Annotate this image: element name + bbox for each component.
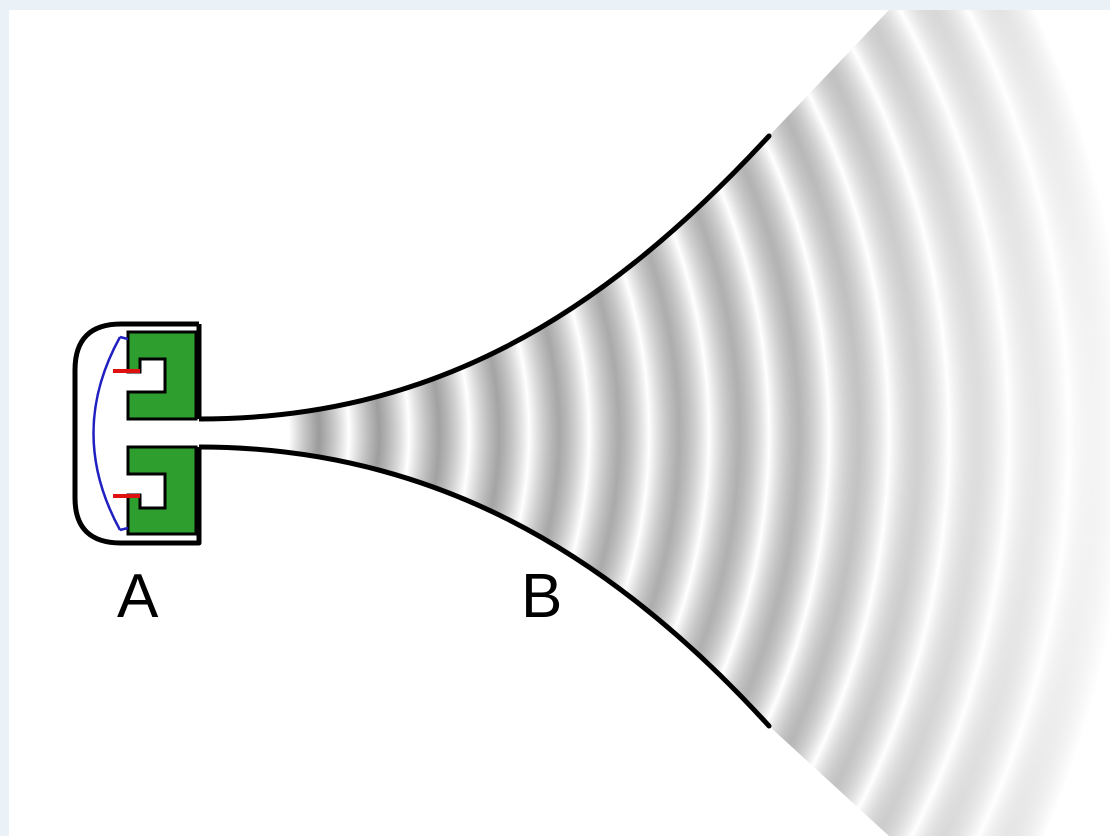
diaphragm-bottom-edge <box>119 526 129 532</box>
horn-loudspeaker-diagram: A B <box>72 10 1110 836</box>
diaphragm-top-edge <box>119 335 129 341</box>
horn-upper-wall <box>196 133 772 422</box>
diagram-canvas: A B <box>9 10 1110 836</box>
compression-driver <box>72 321 202 546</box>
label-horn: B <box>521 562 562 631</box>
label-driver: A <box>117 562 159 631</box>
horn-lower-wall <box>196 444 772 729</box>
diaphragm <box>92 336 122 531</box>
